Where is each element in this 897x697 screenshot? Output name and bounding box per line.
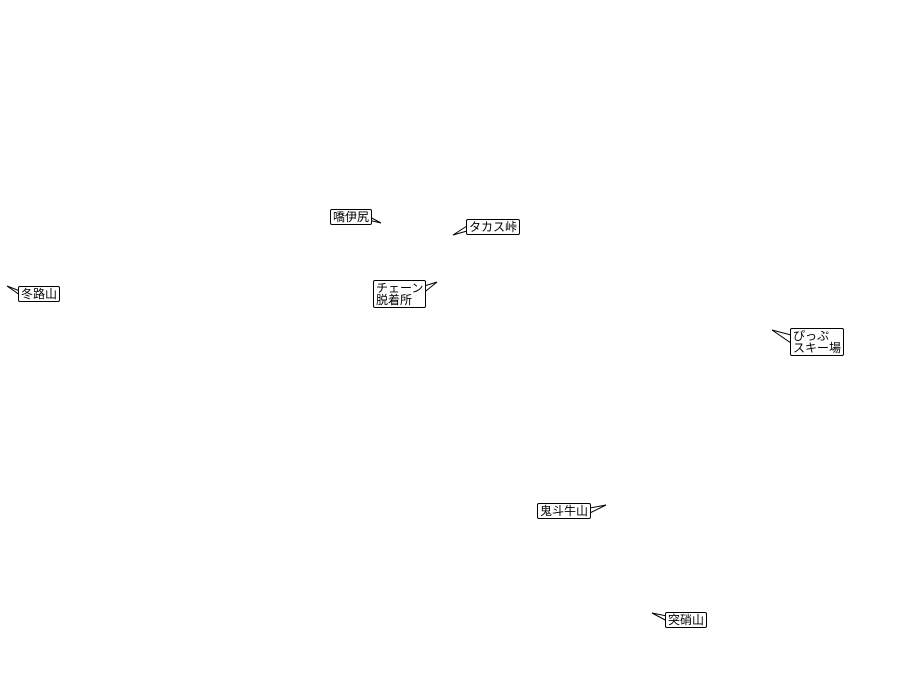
place-label-takasu-toge[interactable]: タカス峠 — [466, 219, 521, 235]
place-label-kiirijiri[interactable]: 嘺伊尻 — [330, 209, 373, 225]
place-label-text: ぴっぷ — [793, 329, 830, 343]
place-label-totsushoyama[interactable]: 突硝山 — [665, 612, 708, 628]
place-label-text: 冬路山 — [21, 287, 58, 301]
place-label-kitoushiyama[interactable]: 鬼斗牛山 — [537, 503, 592, 519]
place-label-text: スキー場 — [793, 341, 842, 355]
place-label-text: 鬼斗牛山 — [540, 504, 589, 518]
place-label-text: 突硝山 — [668, 613, 705, 627]
place-label-pippu-ski[interactable]: ぴっぷ スキー場 — [790, 328, 845, 356]
place-label-text: チェーン — [376, 281, 424, 295]
place-label-tojiyama[interactable]: 冬路山 — [18, 286, 61, 302]
place-label-text: 脱着所 — [376, 293, 413, 307]
place-label-chain-station[interactable]: チェーン 脱着所 — [373, 280, 427, 308]
place-label-text: 嘺伊尻 — [333, 210, 370, 224]
place-label-text: タカス峠 — [469, 220, 518, 234]
